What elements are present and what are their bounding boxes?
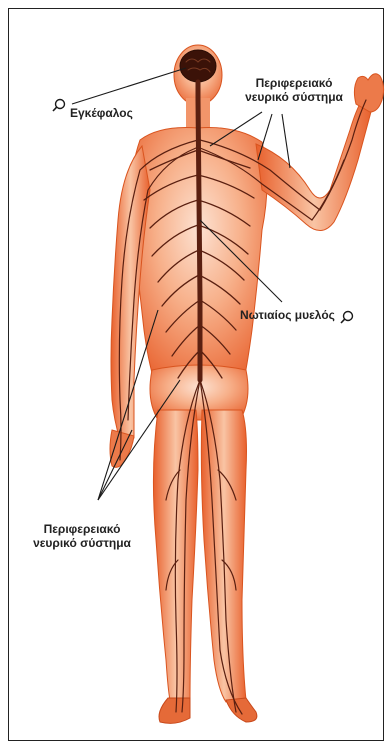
label-brain: Εγκέφαλος xyxy=(70,106,133,120)
label-pns-bottom: Περιφερειακό νευρικό σύστημα xyxy=(22,522,142,550)
label-pns-top-line2: νευρικό σύστημα xyxy=(226,90,362,104)
label-pns-top: Περιφερειακό νευρικό σύστημα xyxy=(226,76,362,104)
right-arm xyxy=(256,100,372,231)
leader-line-brain xyxy=(72,68,186,104)
label-pns-bottom-line1: Περιφερειακό xyxy=(22,522,142,536)
left-hand xyxy=(110,430,134,467)
magnifier-icon xyxy=(52,98,66,112)
label-pns-top-line1: Περιφερειακό xyxy=(226,76,362,90)
right-foot xyxy=(226,698,257,722)
label-pns-bottom-line2: νευρικό σύστημα xyxy=(22,536,142,550)
left-foot xyxy=(159,698,190,723)
spinal-cord xyxy=(198,82,200,380)
magnifier-icon xyxy=(340,310,354,324)
brain xyxy=(180,50,216,82)
body-silhouette xyxy=(110,45,384,723)
label-spinal-cord: Νωτιαίος μυελός xyxy=(240,308,335,322)
